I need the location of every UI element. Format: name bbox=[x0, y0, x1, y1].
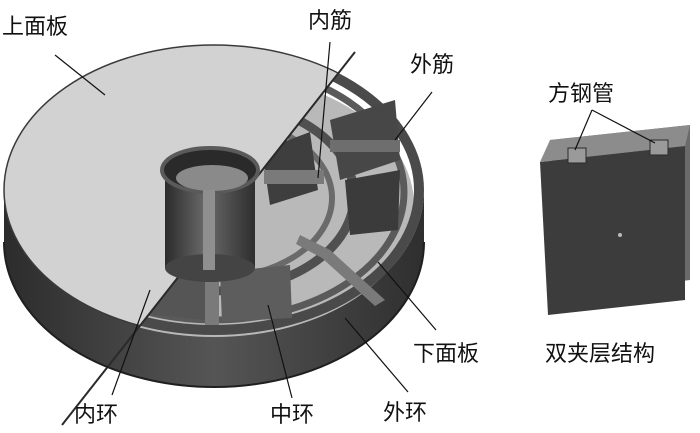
label-outer-rib: 外筋 bbox=[410, 53, 454, 78]
rib-pocket bbox=[345, 170, 400, 235]
leader-inner-rib bbox=[317, 41, 331, 179]
leader-inner-ring bbox=[111, 289, 151, 396]
leader-square-tube-b bbox=[591, 109, 656, 144]
outer-side-wall bbox=[4, 190, 424, 387]
square-tube-right bbox=[649, 139, 669, 156]
label-top-panel: 上面板 bbox=[2, 15, 68, 40]
radial-rib bbox=[330, 140, 400, 152]
double-layer-panel bbox=[540, 125, 690, 315]
leader-outer-rib bbox=[394, 91, 433, 141]
leader-bottom-panel bbox=[377, 261, 437, 331]
label-inner-rib: 内筋 bbox=[308, 9, 352, 34]
label-square-tube: 方钢管 bbox=[548, 82, 614, 107]
square-tube-left bbox=[567, 147, 587, 164]
labels: 上面板 内筋 外筋 方钢管 下面板 双夹层结构 内环 中环 外环 bbox=[2, 9, 655, 428]
ring-platform bbox=[3, 44, 425, 426]
radial-rib bbox=[264, 170, 324, 184]
label-bottom-panel: 下面板 bbox=[413, 342, 479, 367]
central-hub-inner bbox=[176, 165, 248, 191]
label-outer-ring: 外环 bbox=[383, 401, 427, 426]
hub-rib bbox=[203, 190, 215, 270]
leader-top-panel bbox=[54, 54, 106, 96]
leader-lines bbox=[54, 41, 656, 399]
leader-middle-ring bbox=[267, 304, 293, 399]
panel-center-hole bbox=[618, 233, 622, 237]
label-double-layer: 双夹层结构 bbox=[545, 342, 655, 367]
rib-pocket bbox=[220, 265, 292, 322]
label-inner-ring: 内环 bbox=[74, 403, 118, 428]
panel-front-face bbox=[540, 146, 685, 315]
radial-rib bbox=[296, 235, 385, 306]
leader-outer-ring bbox=[344, 317, 409, 393]
label-middle-ring: 中环 bbox=[270, 403, 314, 428]
leader-square-tube-a bbox=[574, 109, 593, 151]
outer-bottom-rim bbox=[3, 241, 425, 388]
